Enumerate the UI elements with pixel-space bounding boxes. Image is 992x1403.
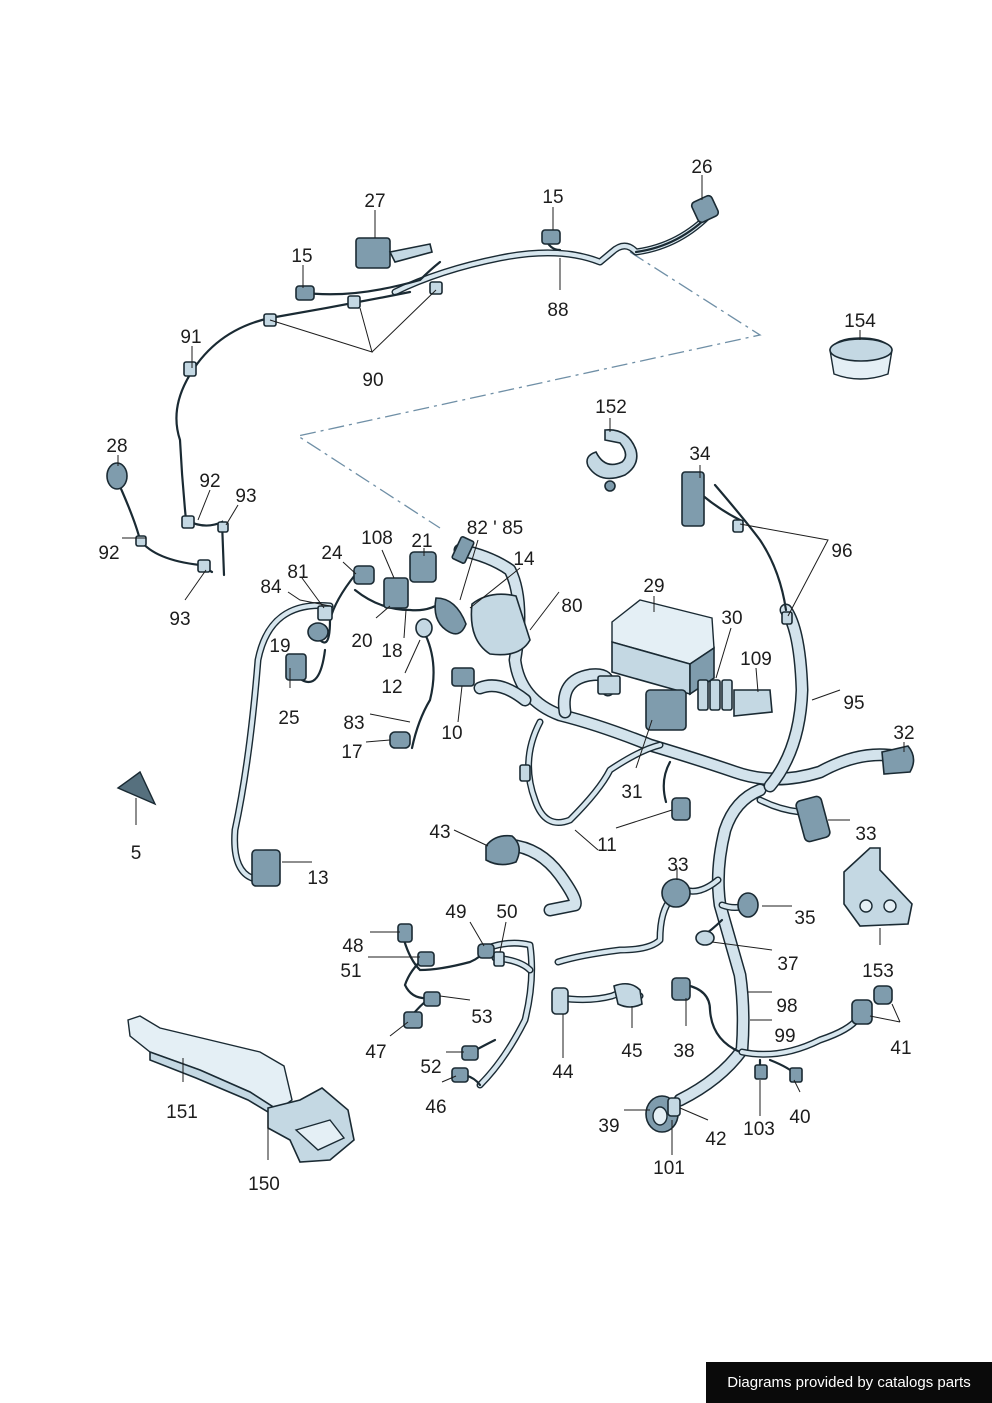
callout-108: 108 <box>361 528 393 549</box>
callout-50: 50 <box>496 902 517 923</box>
callout-31: 31 <box>621 782 642 803</box>
callout-49: 49 <box>445 902 466 923</box>
reference-lines <box>296 251 762 529</box>
callout-153: 153 <box>862 961 894 982</box>
callout-34: 34 <box>689 444 711 465</box>
callout-46: 46 <box>425 1097 446 1118</box>
callout-82-85: 82 ' 85 <box>467 518 523 539</box>
callout-99: 99 <box>774 1026 795 1047</box>
callout-13: 13 <box>307 868 328 889</box>
callout-labels: 5 10 11 12 13 14 15 15 17 18 19 20 21 24… <box>98 157 914 1195</box>
callout-25: 25 <box>278 708 299 729</box>
callout-28: 28 <box>106 436 127 457</box>
callout-27: 27 <box>364 191 385 212</box>
callout-12: 12 <box>381 677 402 698</box>
harness-parts <box>106 194 915 1163</box>
callout-37: 37 <box>777 954 798 975</box>
callout-80: 80 <box>561 596 582 617</box>
callout-91: 91 <box>180 327 201 348</box>
callout-20: 20 <box>351 631 372 652</box>
callout-150: 150 <box>248 1174 280 1195</box>
callout-18: 18 <box>381 641 402 662</box>
callout-44: 44 <box>552 1062 574 1083</box>
callout-35: 35 <box>794 908 815 929</box>
callout-152: 152 <box>595 397 627 418</box>
callout-93-lower: 93 <box>169 609 190 630</box>
callout-14: 14 <box>513 549 535 570</box>
callout-30: 30 <box>721 608 742 629</box>
callout-93-upper: 93 <box>235 486 256 507</box>
callout-92-upper: 92 <box>199 471 220 492</box>
callout-88: 88 <box>547 300 568 321</box>
callout-21: 21 <box>411 531 432 552</box>
callout-52: 52 <box>420 1057 441 1078</box>
callout-15-right: 15 <box>542 187 563 208</box>
callout-38: 38 <box>673 1041 694 1062</box>
callout-103: 103 <box>743 1119 775 1140</box>
callout-15-left: 15 <box>291 246 312 267</box>
callout-84: 84 <box>260 577 282 598</box>
callout-11: 11 <box>597 835 617 856</box>
callout-19: 19 <box>269 636 290 657</box>
callout-33-right: 33 <box>855 824 876 845</box>
callout-151: 151 <box>166 1102 198 1123</box>
leader-lines <box>117 175 905 1160</box>
callout-42: 42 <box>705 1129 726 1150</box>
callout-17: 17 <box>341 742 362 763</box>
watermark-banner: Diagrams provided by catalogs parts <box>706 1362 992 1403</box>
callout-48: 48 <box>342 936 363 957</box>
callout-92-left: 92 <box>98 543 119 564</box>
callout-53: 53 <box>471 1007 492 1028</box>
callout-109: 109 <box>740 649 772 670</box>
callout-10: 10 <box>441 723 462 744</box>
callout-90: 90 <box>362 370 383 391</box>
callout-40: 40 <box>789 1107 810 1128</box>
callout-95: 95 <box>843 693 864 714</box>
callout-101: 101 <box>653 1158 685 1179</box>
callout-43: 43 <box>429 822 450 843</box>
callout-47: 47 <box>365 1042 386 1063</box>
callout-45: 45 <box>621 1041 642 1062</box>
callout-32: 32 <box>893 723 914 744</box>
callout-39: 39 <box>598 1116 619 1137</box>
callout-33-lower: 33 <box>667 855 688 876</box>
callout-26: 26 <box>691 157 712 178</box>
callout-5: 5 <box>131 843 142 864</box>
callout-41: 41 <box>890 1038 911 1059</box>
callout-81: 81 <box>287 562 308 583</box>
callout-24: 24 <box>321 543 343 564</box>
callout-154: 154 <box>844 311 876 332</box>
callout-96: 96 <box>831 541 852 562</box>
callout-29: 29 <box>643 576 664 597</box>
callout-83: 83 <box>343 713 364 734</box>
callout-51: 51 <box>340 961 361 982</box>
callout-98: 98 <box>776 996 797 1017</box>
